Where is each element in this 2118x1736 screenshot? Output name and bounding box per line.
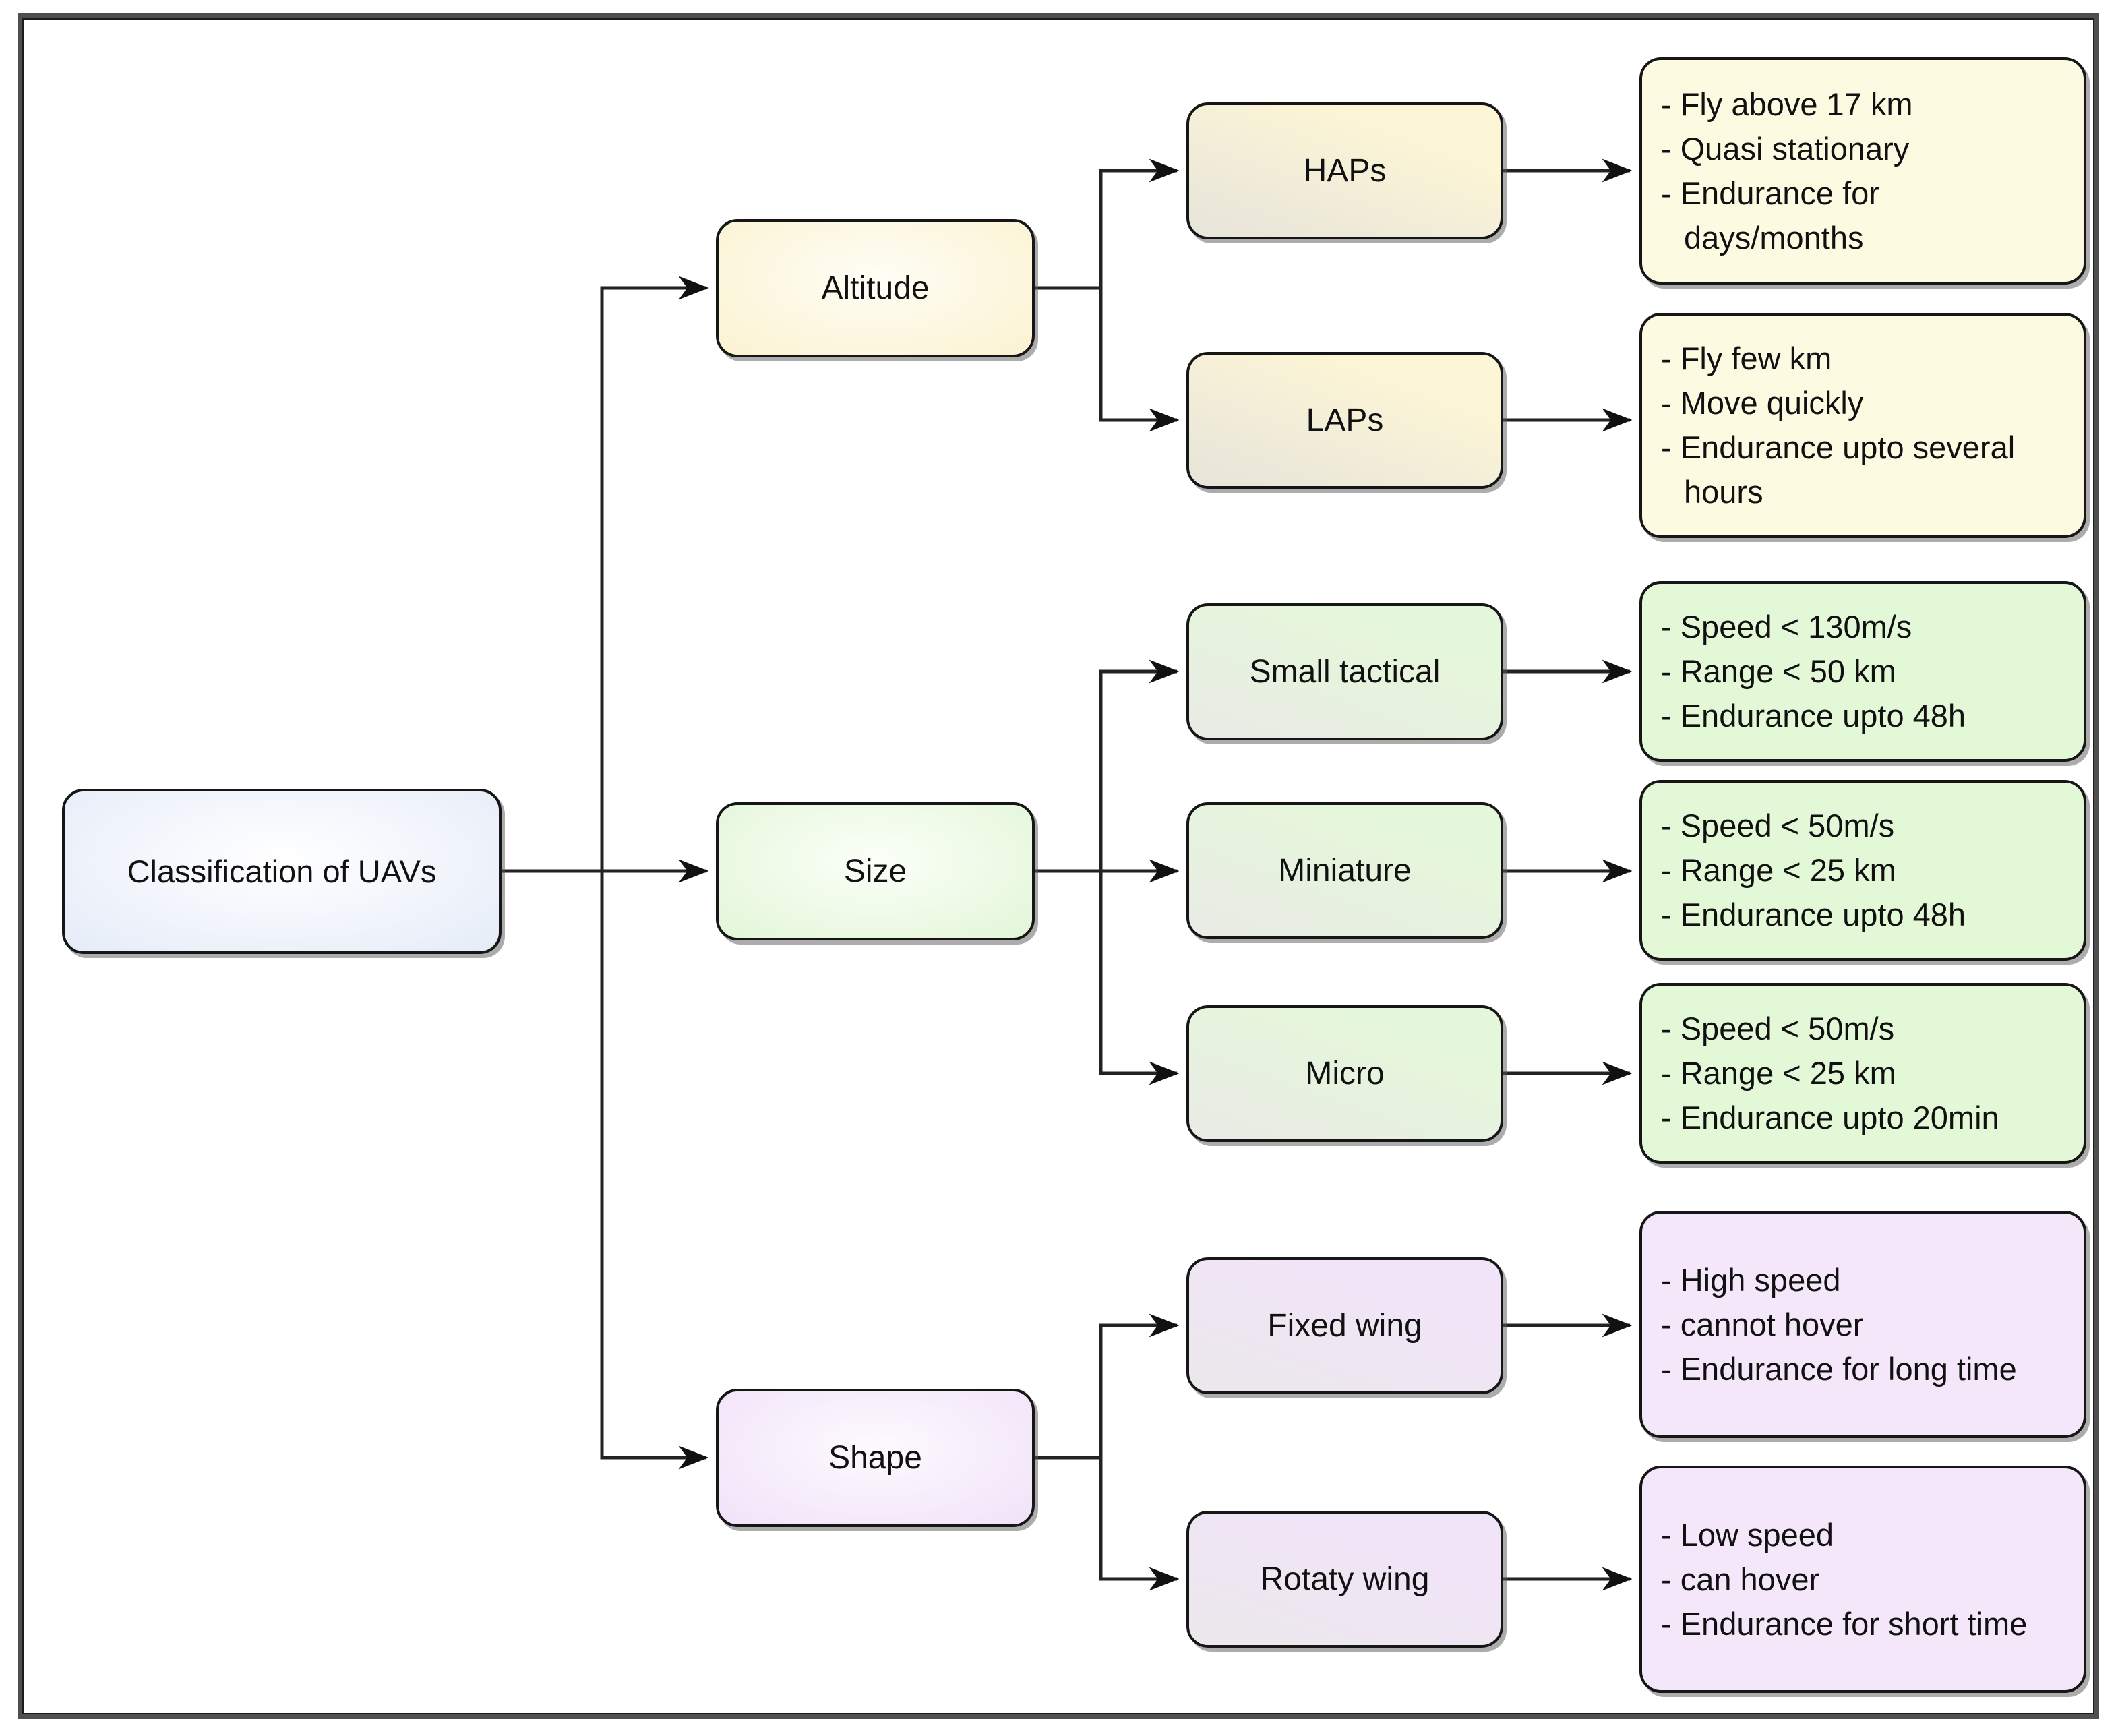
node-label: HAPs xyxy=(1303,153,1387,189)
detail-line: - Endurance upto 48h xyxy=(1661,698,1966,734)
connector-shape-rotary-wing xyxy=(1099,1458,1180,1591)
detail-box-micro: - Speed < 50m/s - Range < 25 km - Endura… xyxy=(1639,983,2086,1164)
node-label: LAPs xyxy=(1306,402,1384,438)
branch-node-size: Size xyxy=(716,802,1035,940)
detail-line: - Quasi stationary xyxy=(1661,130,1910,167)
detail-line: - Fly few km xyxy=(1661,340,1832,376)
root-node-label: Classification of UAVs xyxy=(127,854,437,889)
detail-line: - Endurance for long time xyxy=(1661,1350,2017,1387)
leaf-node-micro: Micro xyxy=(1186,1005,1503,1142)
detail-box-haps: - Fly above 17 km - Quasi stationary - E… xyxy=(1639,57,2086,285)
detail-line: - Speed < 50m/s xyxy=(1661,1011,1895,1046)
node-label: Miniature xyxy=(1278,853,1412,889)
diagram-frame xyxy=(18,13,2099,1719)
connector-altitude-laps xyxy=(1099,288,1180,432)
connector-size-micro xyxy=(1099,871,1180,1085)
detail-line: - Endurance for days/months xyxy=(1661,175,1879,256)
detail-line: - Endurance upto 48h xyxy=(1661,897,1966,932)
node-label: Rotaty wing xyxy=(1260,1561,1430,1597)
leaf-node-rotary-wing: Rotaty wing xyxy=(1186,1511,1503,1648)
detail-line: - Endurance upto several hours xyxy=(1661,429,2016,510)
connector-altitude-haps xyxy=(1035,158,1180,290)
detail-line: - Speed < 130m/s xyxy=(1661,609,1912,645)
node-label: Micro xyxy=(1305,1056,1385,1091)
node-label: Altitude xyxy=(821,270,930,306)
leaf-node-miniature: Miniature xyxy=(1186,802,1503,939)
detail-line: - High speed xyxy=(1661,1261,1841,1298)
detail-line: - can hover xyxy=(1661,1561,1820,1597)
detail-line: - Endurance for short time xyxy=(1661,1605,2028,1642)
detail-box-fixed-wing: - High speed - cannot hover - Endurance … xyxy=(1639,1211,2086,1438)
detail-line: - Range < 50 km xyxy=(1661,653,1896,689)
leaf-node-small-tactical: Small tactical xyxy=(1186,603,1503,740)
connector-root-shape xyxy=(600,871,709,1470)
leaf-node-haps: HAPs xyxy=(1186,102,1503,239)
detail-line: - Move quickly xyxy=(1661,385,1864,421)
connector-size-small-tactical xyxy=(1035,659,1180,873)
branch-node-shape: Shape xyxy=(716,1389,1035,1527)
detail-line: - cannot hover xyxy=(1661,1306,1864,1342)
leaf-node-laps: LAPs xyxy=(1186,352,1503,489)
detail-line: - Speed < 50m/s xyxy=(1661,808,1895,843)
node-label: Fixed wing xyxy=(1267,1308,1422,1344)
root-node: Classification of UAVs xyxy=(62,789,502,954)
leaf-node-fixed-wing: Fixed wing xyxy=(1186,1257,1503,1394)
detail-line: - Endurance upto 20min xyxy=(1661,1100,1999,1135)
detail-box-miniature: - Speed < 50m/s - Range < 25 km - Endura… xyxy=(1639,780,2086,961)
node-label: Shape xyxy=(828,1440,922,1476)
detail-line: - Low speed xyxy=(1661,1516,1834,1553)
branch-node-altitude: Altitude xyxy=(716,219,1035,357)
detail-line: - Range < 25 km xyxy=(1661,1055,1896,1091)
detail-line: - Range < 25 km xyxy=(1661,852,1896,888)
node-label: Small tactical xyxy=(1249,654,1441,690)
connector-shape-fixed-wing xyxy=(1035,1313,1180,1460)
connector-root-altitude xyxy=(600,276,709,871)
node-label: Size xyxy=(843,854,907,889)
detail-box-small-tactical: - Speed < 130m/s - Range < 50 km - Endur… xyxy=(1639,581,2086,762)
detail-line: - Fly above 17 km xyxy=(1661,86,1913,122)
detail-box-laps: - Fly few km - Move quickly - Endurance … xyxy=(1639,313,2086,538)
detail-box-rotary-wing: - Low speed - can hover - Endurance for … xyxy=(1639,1466,2086,1693)
